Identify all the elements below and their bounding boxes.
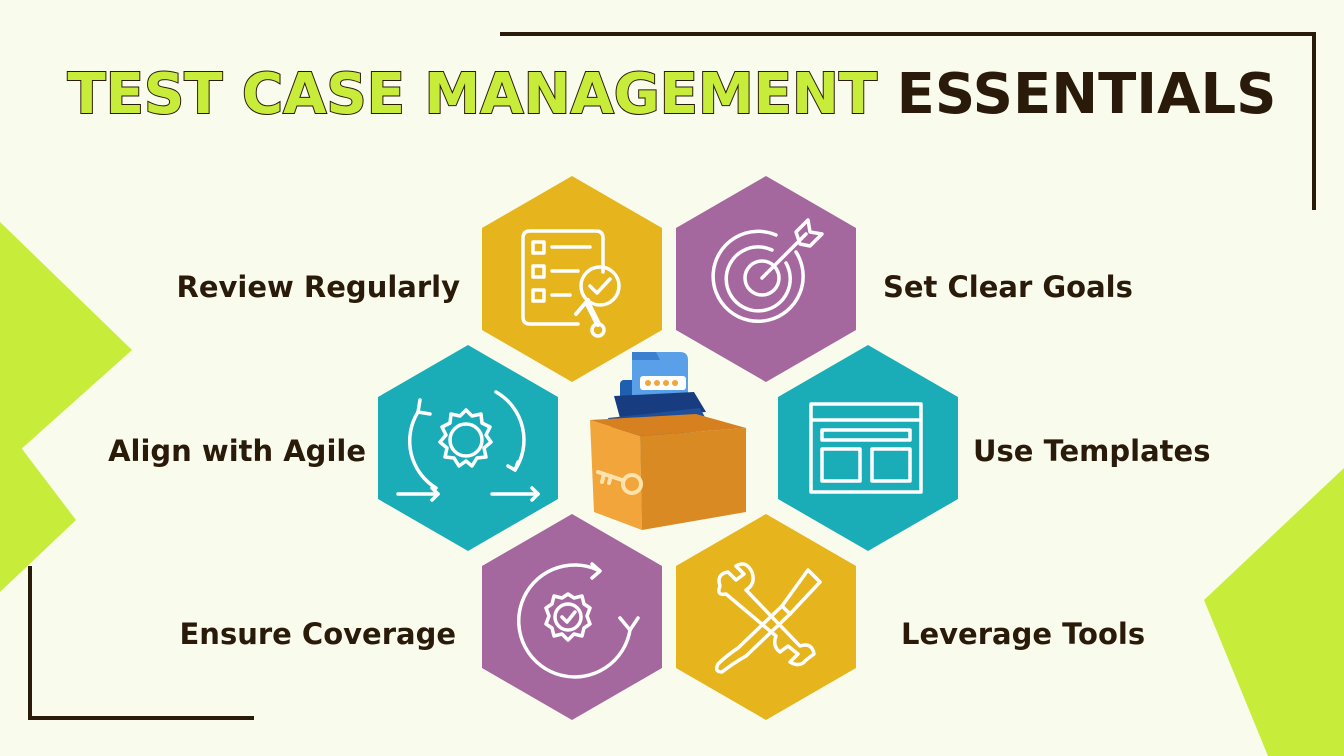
gear-cycle-icon: [396, 390, 540, 502]
bottom-left-frame-line: [28, 566, 254, 720]
hexagon-use-templates: [778, 345, 958, 551]
top-right-frame-line: [500, 32, 1316, 210]
label-leverage-tools: Leverage Tools: [901, 617, 1146, 651]
page-title: TEST CASE MANAGEMENT ESSENTIALS: [0, 61, 1344, 128]
file-box-key-icon: [590, 352, 746, 530]
title-part-2: ESSENTIALS: [896, 62, 1277, 127]
wrench-screwdriver-icon: [714, 562, 822, 674]
hexagon-review-regularly: [482, 176, 662, 382]
label-ensure-coverage: Ensure Coverage: [179, 617, 456, 651]
left-lime-shape-lower: [0, 420, 76, 592]
hexagon-align-with-agile: [378, 345, 558, 551]
template-layout-icon: [809, 402, 923, 494]
label-use-templates: Use Templates: [973, 434, 1211, 468]
hexagon-set-clear-goals: [676, 176, 856, 382]
title-part-1: TEST CASE MANAGEMENT: [67, 61, 879, 128]
label-set-clear-goals: Set Clear Goals: [883, 270, 1133, 304]
label-review-regularly: Review Regularly: [176, 270, 460, 304]
hexagon-leverage-tools: [676, 514, 856, 720]
badge-refresh-icon: [516, 562, 640, 679]
checklist-magnifier-icon: [521, 229, 621, 338]
right-lime-shape: [1204, 468, 1344, 756]
left-lime-shape: [0, 222, 132, 468]
target-arrow-icon: [711, 218, 824, 324]
label-align-with-agile: Align with Agile: [108, 434, 366, 468]
